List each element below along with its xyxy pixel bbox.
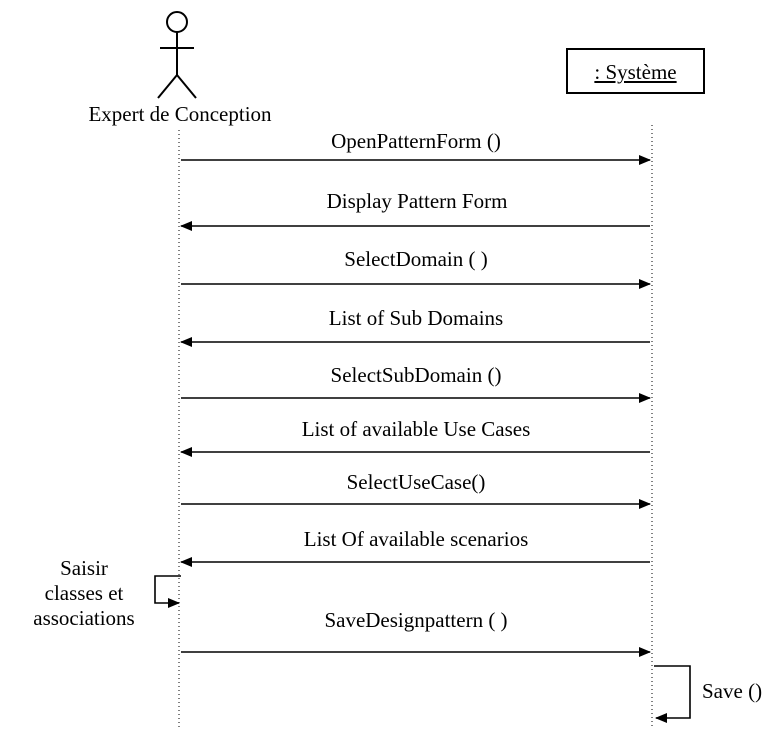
self-message-label-actor: Saisir classes et associations (22, 556, 146, 631)
message-label: SaveDesignpattern ( ) (324, 608, 508, 632)
message-label: Display Pattern Form (326, 189, 508, 213)
message-label: List Of available scenarios (303, 527, 529, 551)
message-label: SelectDomain ( ) (344, 247, 488, 271)
self-message-arrow-actor (154, 575, 181, 608)
message-label: SelectSubDomain () (330, 363, 502, 387)
stick-figure-icon (157, 11, 197, 99)
self-message-label-system: Save () (702, 679, 763, 703)
message-label: SelectUseCase() (346, 470, 486, 494)
self-message-line: Saisir (60, 556, 108, 580)
message-label: OpenPatternForm () (331, 129, 501, 153)
actor-name: Expert de Conception (88, 102, 272, 126)
self-message-arrow-system (654, 665, 691, 723)
system-name: : Système (594, 60, 677, 84)
self-message-line: classes et (44, 581, 124, 605)
message-label: List of Sub Domains (328, 306, 504, 330)
system-object-box: : Système (566, 48, 705, 94)
self-message-line: associations (33, 606, 135, 630)
message-label: List of available Use Cases (301, 417, 531, 441)
